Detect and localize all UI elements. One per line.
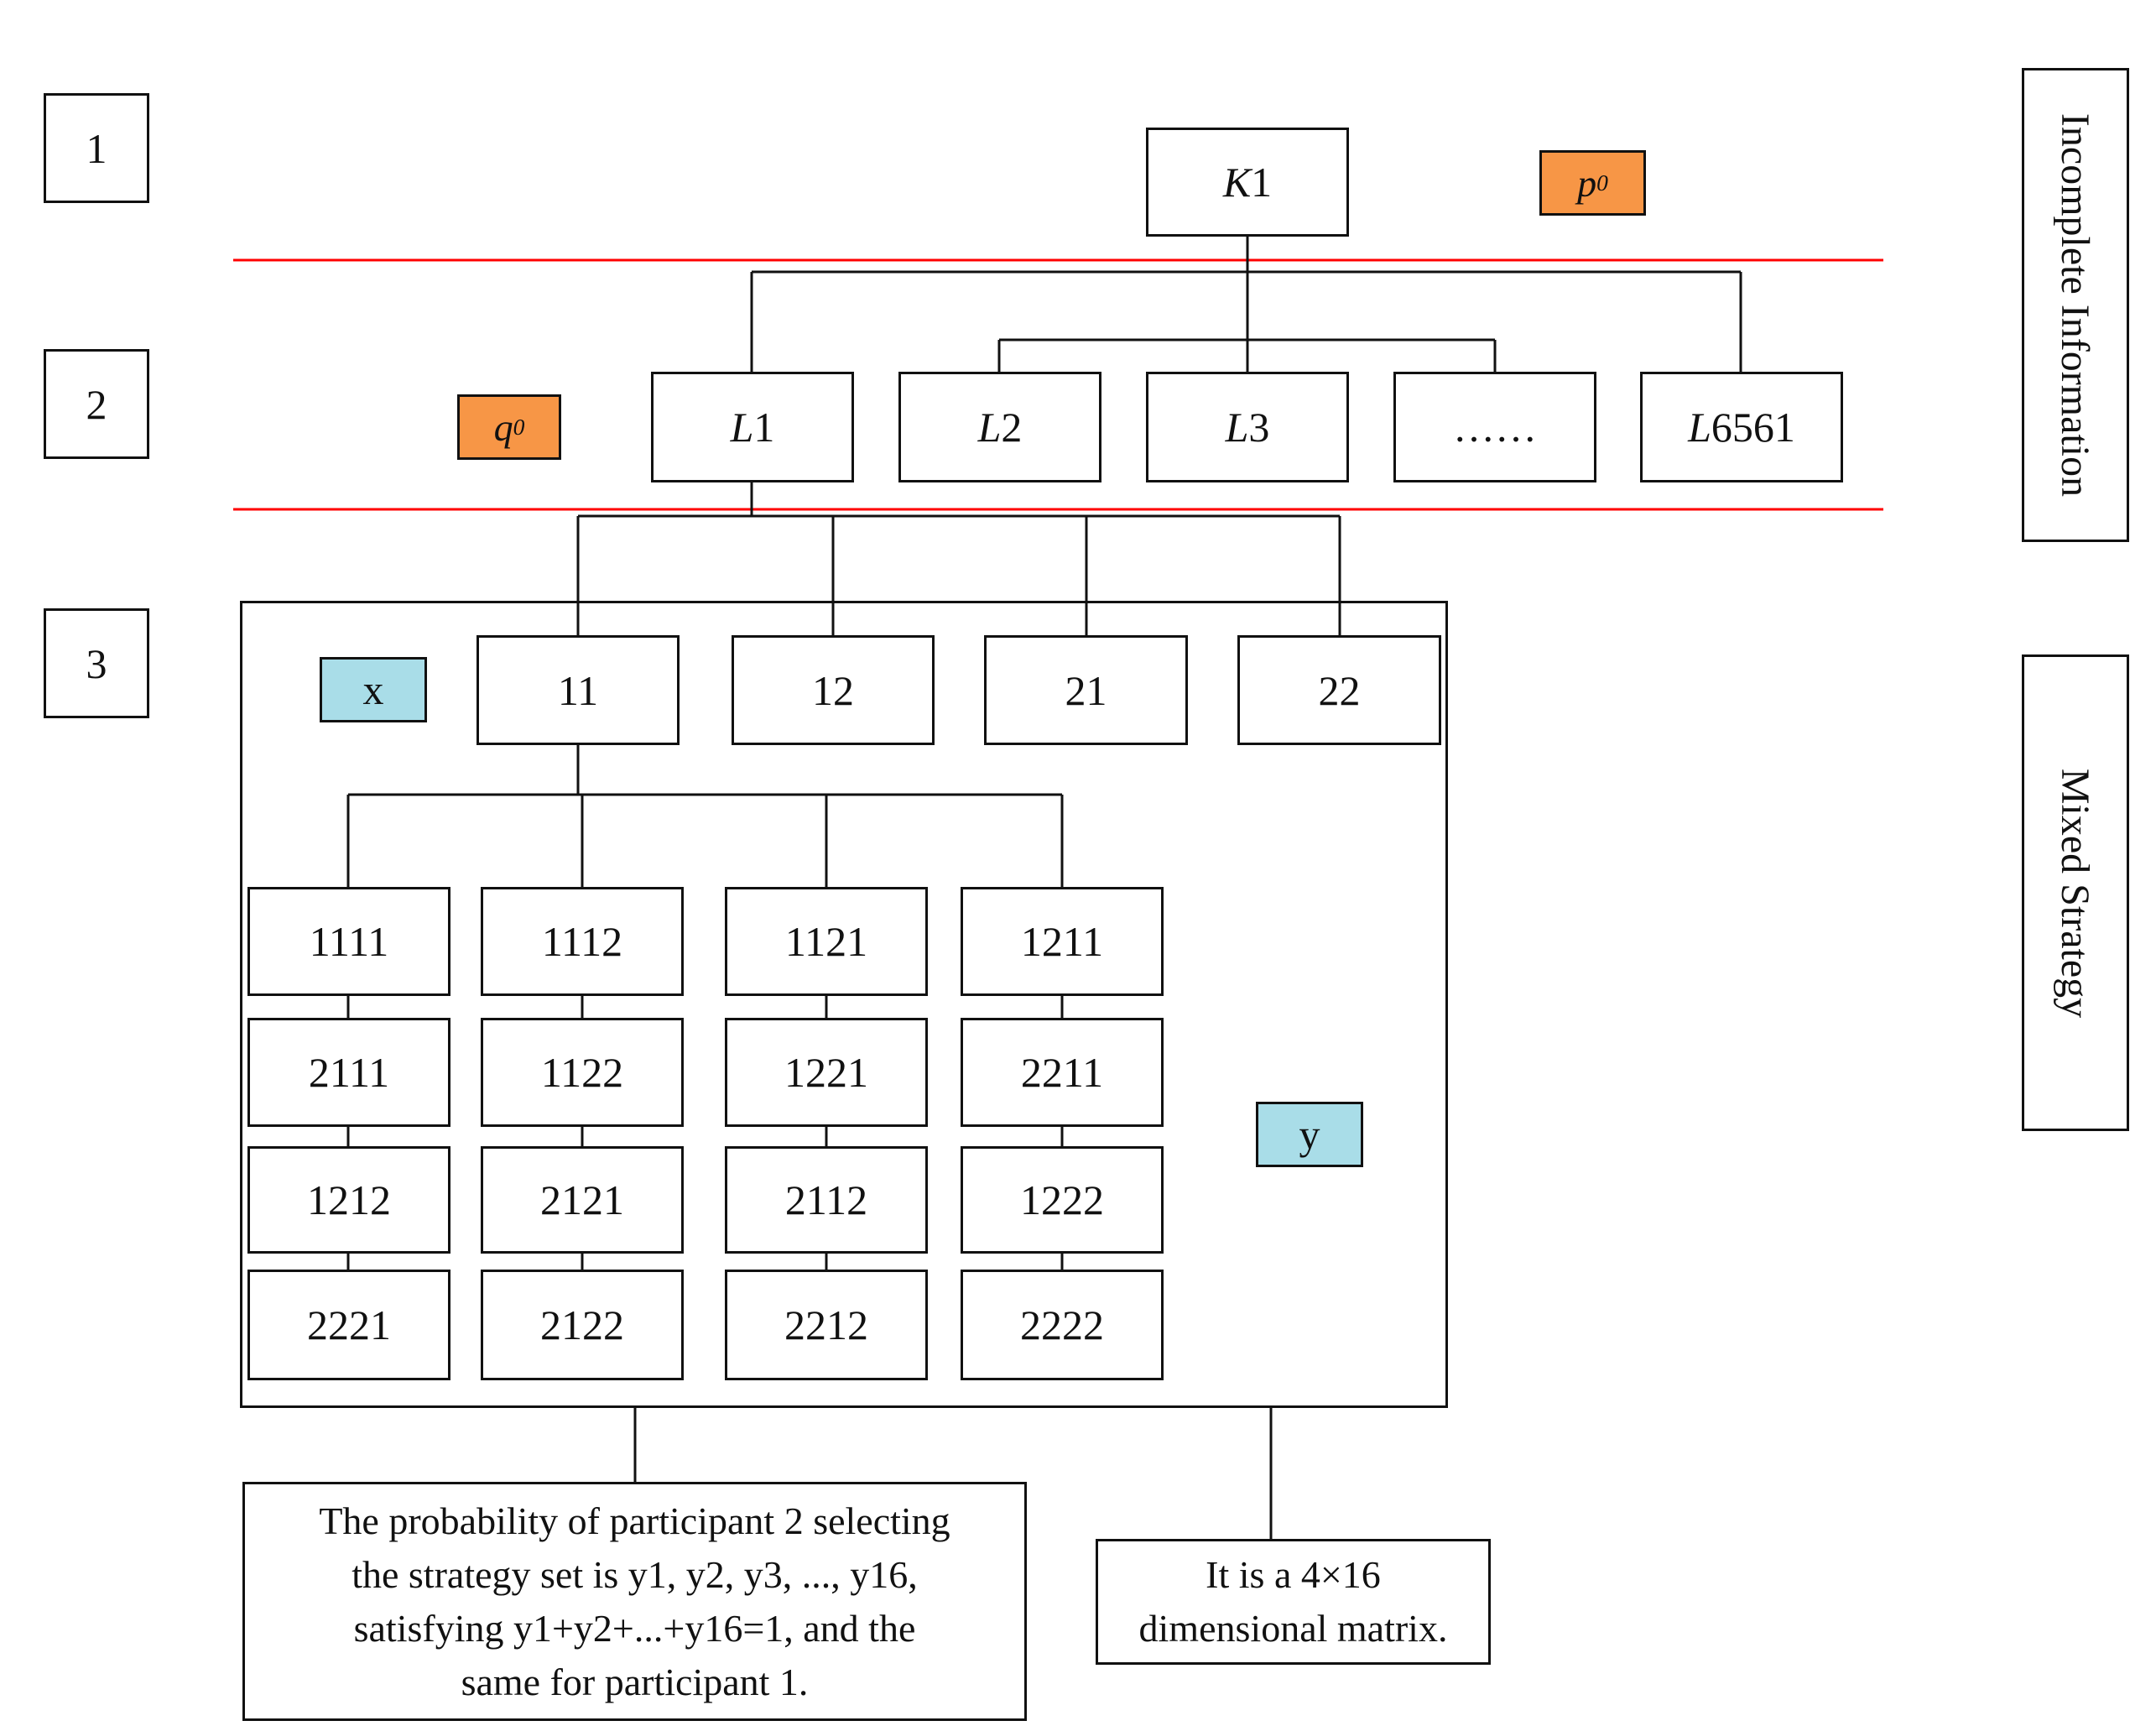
- strategy-cell: 2112: [725, 1146, 928, 1254]
- strategy-cell-label: 1212: [307, 1176, 391, 1223]
- strategy-cell: 2211: [961, 1018, 1164, 1127]
- p0-subscript: 0: [1596, 169, 1608, 196]
- strategy-cell-label: 1222: [1020, 1176, 1104, 1223]
- mixed-strategy-text: Mixed Strategy: [2053, 768, 2098, 1018]
- q0-letter: q: [493, 405, 513, 449]
- level-2-label: 2: [86, 380, 107, 428]
- level3-node-22: 22: [1237, 635, 1441, 745]
- root-node-letter: K: [1222, 159, 1252, 206]
- strategy-cell-label: 1121: [784, 918, 868, 965]
- strategy-cell-label: 2211: [1020, 1049, 1104, 1096]
- strategy-cell: 1112: [481, 887, 684, 996]
- strategy-cell-label: 1221: [784, 1049, 868, 1096]
- strategy-cell-label: 2112: [784, 1176, 868, 1223]
- level3-node-12: 12: [732, 635, 935, 745]
- level-2-box: 2: [44, 349, 149, 459]
- incomplete-information-text: Incomplete Information: [2053, 112, 2098, 498]
- level2-node-number: 1: [753, 404, 775, 451]
- level2-node-letter: L: [977, 404, 1002, 451]
- root-node-number: 1: [1251, 159, 1273, 206]
- level3-node-label: 22: [1318, 666, 1361, 714]
- strategy-cell: 1222: [961, 1146, 1164, 1254]
- strategy-cell-label: 2222: [1020, 1301, 1104, 1348]
- level3-node-21: 21: [984, 635, 1188, 745]
- level3-node-label: 12: [812, 666, 854, 714]
- y-marker: y: [1256, 1102, 1363, 1167]
- level-3-label: 3: [86, 639, 107, 687]
- strategy-cell-label: 2111: [308, 1049, 390, 1096]
- level2-node-number: ……: [1453, 404, 1537, 451]
- x-marker: x: [320, 657, 427, 722]
- level2-node-ellipsis: ……: [1393, 372, 1596, 482]
- strategy-cell-label: 1112: [541, 918, 623, 965]
- level3-node-label: 21: [1065, 666, 1107, 714]
- strategy-cell-label: 1111: [309, 918, 389, 965]
- strategy-cell: 1122: [481, 1018, 684, 1127]
- mixed-strategy-frame: [240, 601, 1448, 1408]
- level2-node-number: 6561: [1711, 404, 1795, 451]
- strategy-cell: 2212: [725, 1270, 928, 1380]
- strategy-cell: 2111: [247, 1018, 450, 1127]
- level-3-box: 3: [44, 608, 149, 718]
- level2-node-number: 3: [1248, 404, 1270, 451]
- matrix-note-text: It is a 4×16 dimensional matrix.: [1138, 1553, 1448, 1650]
- probability-note: The probability of participant 2 selecti…: [242, 1482, 1027, 1721]
- strategy-cell: 1211: [961, 887, 1164, 996]
- strategy-cell: 1221: [725, 1018, 928, 1127]
- probability-note-text: The probability of participant 2 selecti…: [319, 1499, 950, 1703]
- level2-node-letter: L: [1688, 404, 1711, 451]
- strategy-cell: 2121: [481, 1146, 684, 1254]
- strategy-cell-label: 2122: [540, 1301, 624, 1348]
- x-marker-label: x: [362, 666, 384, 713]
- incomplete-information-label: Incomplete Information: [2022, 68, 2129, 542]
- strategy-cell: 1212: [247, 1146, 450, 1254]
- level-1-box: 1: [44, 93, 149, 203]
- level-1-label: 1: [86, 124, 107, 172]
- level3-node-11: 11: [477, 635, 680, 745]
- strategy-cell: 2122: [481, 1270, 684, 1380]
- matrix-note: It is a 4×16 dimensional matrix.: [1096, 1539, 1491, 1665]
- level2-node-letter: L: [730, 404, 754, 451]
- strategy-cell-label: 1122: [540, 1049, 624, 1096]
- level2-node-number: 2: [1001, 404, 1023, 451]
- q0-subscript: 0: [513, 414, 525, 440]
- mixed-strategy-label: Mixed Strategy: [2022, 654, 2129, 1131]
- strategy-cell-label: 1211: [1020, 918, 1104, 965]
- strategy-cell-label: 2212: [784, 1301, 868, 1348]
- strategy-cell-label: 2221: [307, 1301, 391, 1348]
- strategy-cell: 1121: [725, 887, 928, 996]
- p0-letter: p: [1577, 161, 1597, 205]
- level3-node-label: 11: [557, 666, 599, 714]
- level2-node-letter: L: [1225, 404, 1249, 451]
- strategy-cell: 2221: [247, 1270, 450, 1380]
- strategy-cell-label: 2121: [540, 1176, 624, 1223]
- y-marker-label: y: [1299, 1111, 1320, 1158]
- strategy-cell: 2222: [961, 1270, 1164, 1380]
- strategy-cell: 1111: [247, 887, 450, 996]
